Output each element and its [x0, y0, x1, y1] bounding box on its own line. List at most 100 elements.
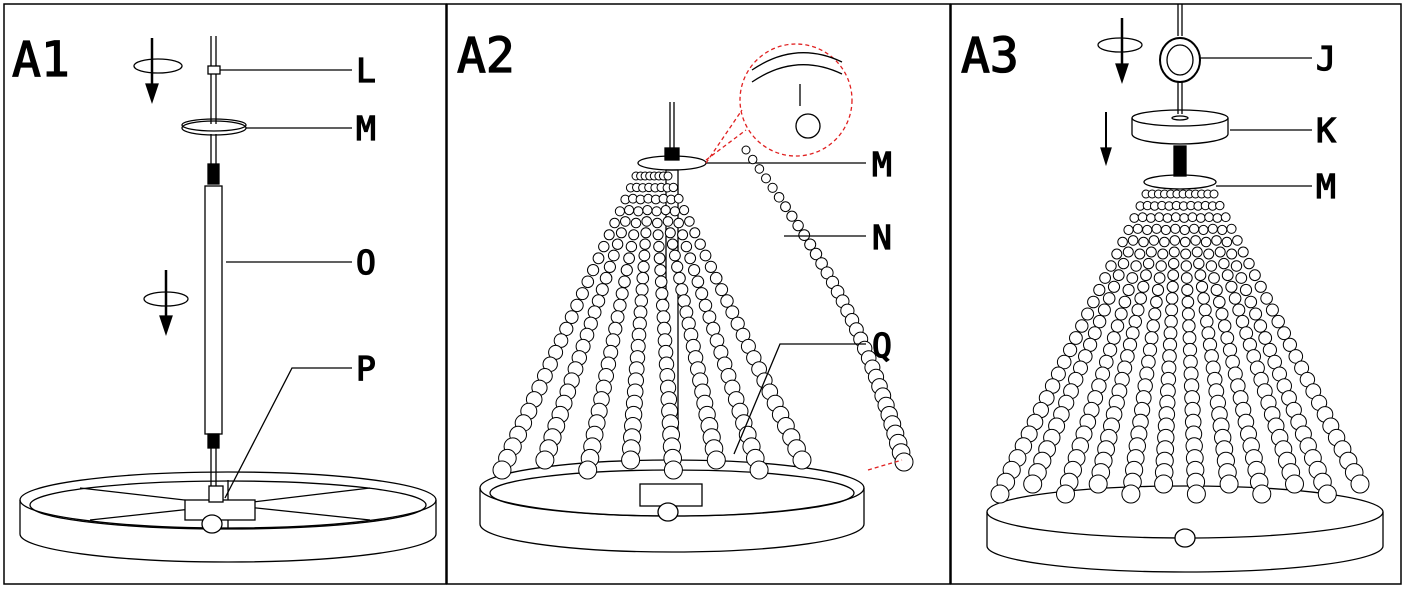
bead: [564, 310, 579, 325]
bead: [725, 305, 740, 320]
bead: [1129, 213, 1140, 223]
bead: [671, 260, 684, 273]
bead: [1205, 260, 1218, 272]
bead: [675, 283, 689, 297]
bead: [1271, 314, 1285, 329]
bead: [1181, 283, 1194, 297]
bead: [1153, 272, 1166, 284]
bead: [1214, 246, 1226, 258]
bead: [1258, 331, 1273, 345]
panel-a3-frame: [950, 3, 1402, 585]
bead: [1211, 235, 1222, 246]
bead-cone: [990, 189, 1370, 504]
bead: [1201, 326, 1216, 341]
bead: [653, 240, 665, 253]
bead: [1218, 319, 1232, 333]
bead: [1128, 314, 1143, 329]
bead: [1142, 224, 1153, 236]
bead: [609, 217, 620, 229]
bead: [1181, 295, 1195, 309]
bead: [575, 287, 589, 301]
bead: [1226, 248, 1238, 260]
panel-a2-frame: [446, 3, 951, 585]
bead: [653, 252, 666, 265]
bead: [1170, 223, 1181, 234]
bead: [1230, 260, 1243, 272]
bead: [595, 283, 609, 297]
bead: [1200, 236, 1212, 248]
bead: [792, 450, 812, 470]
bead: [663, 460, 683, 480]
bead: [709, 271, 723, 285]
panel-title-a2: A2: [457, 28, 515, 84]
bead: [1088, 474, 1108, 494]
bead: [1253, 319, 1268, 333]
bead: [1087, 326, 1102, 341]
bead: [1142, 257, 1155, 270]
bead: [1170, 212, 1181, 223]
bead: [1277, 326, 1291, 341]
bead: [599, 271, 613, 285]
bead: [1106, 331, 1121, 345]
bead: [1180, 260, 1193, 272]
panel-a1: A1: [11, 31, 437, 563]
bead: [559, 321, 574, 336]
bead: [1232, 235, 1243, 246]
bead: [621, 450, 641, 470]
bead: [651, 206, 662, 217]
bead: [1285, 474, 1304, 494]
bead: [679, 205, 690, 216]
bead: [673, 271, 686, 285]
bead: [773, 192, 785, 203]
callout-a2-N: N: [872, 218, 892, 257]
bead: [815, 257, 828, 270]
bead: [668, 182, 679, 193]
panel-a1-frame: [3, 3, 447, 585]
bead: [1222, 342, 1238, 358]
bead: [1215, 307, 1229, 321]
bead: [1097, 303, 1111, 317]
bead: [680, 240, 693, 253]
bead: [592, 252, 605, 265]
bead: [652, 229, 664, 241]
bead: [1217, 224, 1228, 236]
bead: [1168, 257, 1180, 270]
bead: [613, 298, 627, 313]
bead: [611, 238, 624, 250]
bead: [1168, 246, 1180, 258]
bead: [1254, 280, 1267, 293]
bead: [1235, 314, 1250, 329]
bead: [894, 452, 914, 472]
part-l-nut: [207, 65, 221, 75]
bead-strands: [492, 171, 812, 480]
bead: [615, 287, 629, 301]
bead: [1111, 248, 1123, 260]
bead: [591, 294, 606, 308]
bead: [990, 484, 1010, 504]
base-ring: [986, 485, 1384, 573]
bead: [1132, 223, 1143, 234]
bead: [570, 298, 584, 313]
bead: [1154, 474, 1174, 494]
panel-title-a3: A3: [961, 28, 1019, 84]
bead: [1179, 213, 1190, 223]
bead: [1221, 236, 1233, 248]
bead: [607, 249, 620, 262]
part-m-disc: [181, 120, 247, 136]
bead: [615, 227, 627, 239]
bead: [1075, 319, 1089, 333]
bead: [1186, 484, 1206, 504]
bead: [654, 264, 667, 277]
bead: [1146, 319, 1160, 333]
bead: [1220, 331, 1235, 345]
bead: [669, 249, 681, 262]
bead: [1114, 307, 1128, 321]
bead: [684, 216, 695, 227]
bead: [704, 260, 718, 273]
bead: [1154, 212, 1165, 223]
bead: [1190, 235, 1201, 246]
bead: [1198, 303, 1212, 317]
bead: [1203, 248, 1215, 260]
bead: [1179, 236, 1191, 248]
bead: [1218, 257, 1230, 270]
